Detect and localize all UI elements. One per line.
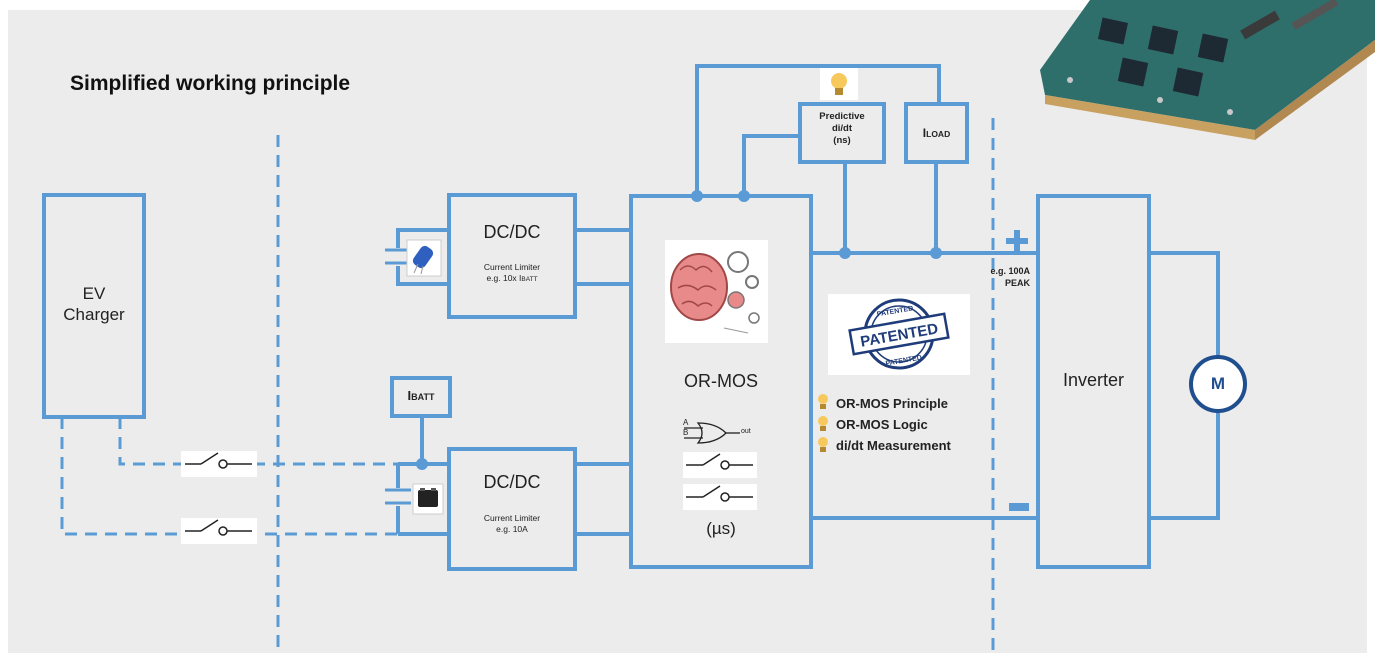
dcdc-bottom-text: Current Limiter e.g. 10A [449, 513, 575, 535]
ev-charger-line2: Charger [63, 305, 125, 324]
light-bulb-icon [818, 416, 828, 431]
pcb-board-photo [1040, 0, 1375, 140]
iload-sub: LOAD [926, 129, 951, 139]
peak-label: e.g. 100A PEAK [930, 265, 1030, 289]
iload-main: I [922, 126, 927, 140]
ibatt-sub: BATT [411, 392, 435, 402]
minus-terminal-icon [1009, 503, 1029, 511]
light-bulb-icon [820, 68, 858, 100]
ev-charger-line1: EV [82, 284, 106, 303]
feature-item: di/dt Measurement [836, 438, 951, 453]
patent-stamp: PATENTED PATENTED PATENTED [828, 294, 970, 375]
feature-item: OR-MOS Principle [836, 396, 948, 411]
iload-label: ILOAD [906, 126, 967, 140]
ibatt-main: I [407, 388, 412, 403]
gate-input-a: A [683, 418, 689, 427]
predictive-label: Predictive di/dt (ns) [800, 111, 884, 147]
dcdc-top-box [447, 193, 577, 319]
light-bulb-icon [818, 394, 828, 409]
light-bulb-icon [818, 437, 828, 452]
dcdc-bottom-title: DC/DC [483, 472, 541, 492]
dcdc-top-line1: Current Limiter [483, 262, 541, 272]
gate-output: out [741, 428, 751, 435]
dcdc-bottom-line2: e.g. 10A [496, 524, 528, 534]
ormos-box [629, 194, 813, 569]
capacitor-icon [406, 239, 442, 277]
switch-icon [181, 518, 257, 544]
gate-input-b: B [683, 428, 689, 437]
inverter-box [1036, 194, 1151, 569]
motor-label: M [1210, 374, 1226, 393]
page-title: Simplified working principle [70, 72, 351, 95]
switch-icon [683, 484, 757, 510]
ibatt-label: IBATT [392, 388, 450, 403]
predictive-line2: di/dt [831, 123, 853, 134]
ev-charger-label: EV Charger [44, 283, 144, 325]
dcdc-top-title: DC/DC [483, 222, 541, 242]
dcdc-top-line2: e.g. 10x IBATT [449, 273, 575, 285]
predictive-box [798, 102, 886, 164]
dcdc-bottom-line1: Current Limiter [483, 513, 541, 523]
predictive-line3: (ns) [833, 135, 851, 146]
brain-gears-icon [665, 240, 768, 343]
ormos-title: OR-MOS [684, 371, 758, 391]
or-gate-icon [684, 422, 740, 444]
ev-charger-box [42, 193, 146, 419]
inverter-label: Inverter [1062, 370, 1125, 390]
dashed-charger-wiring [60, 118, 995, 653]
predictive-line1: Predictive [819, 111, 865, 122]
wiring [42, 64, 1220, 571]
gate-inputs: A B [683, 418, 699, 438]
plus-terminal-icon [1006, 230, 1028, 252]
peak-line2: PEAK [1004, 278, 1030, 288]
dcdc-top-limit-sub: BATT [521, 276, 538, 283]
dcdc-top-text: Current Limiter e.g. 10x IBATT [449, 262, 575, 285]
feature-list: OR-MOS Principle OR-MOS Logic di/dt Meas… [836, 393, 951, 456]
dcdc-bottom-box [447, 447, 577, 571]
feature-item: OR-MOS Logic [836, 417, 928, 432]
junction-dots [416, 190, 942, 470]
motor-icon [1189, 355, 1247, 413]
battery-icon [412, 483, 444, 515]
switch-icon [181, 451, 257, 477]
switch-icon [683, 452, 757, 478]
dcdc-top-limit: e.g. 10x I [486, 273, 522, 283]
peak-line1: e.g. 100A [990, 266, 1030, 276]
ormos-time: (µs) [706, 519, 736, 538]
